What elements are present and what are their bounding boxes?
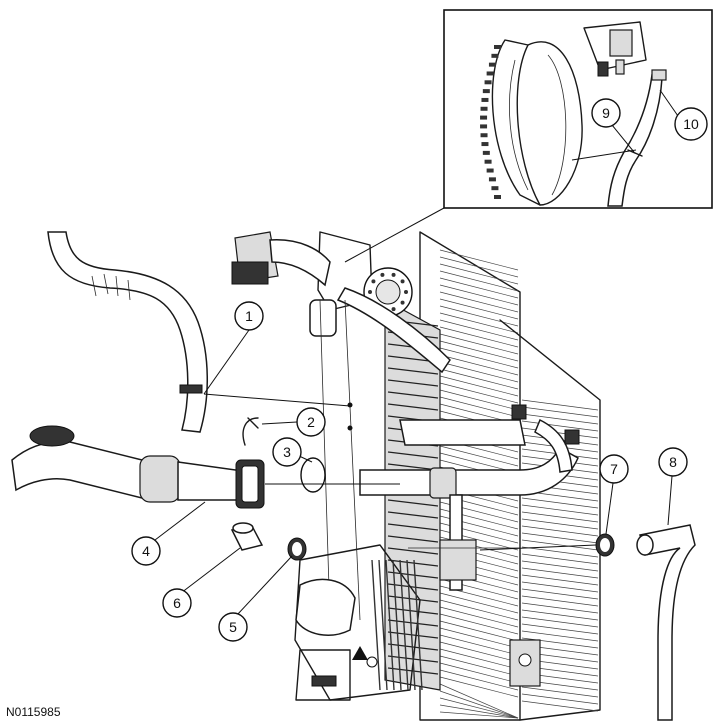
hose-clamp-5	[287, 537, 307, 561]
leader-line-6	[180, 547, 241, 594]
leader-line-2	[261, 421, 298, 425]
assembly-guide-line	[479, 544, 597, 551]
callout-10: 10	[674, 107, 708, 141]
bypass-hose-6	[230, 522, 264, 551]
hose-clamp	[179, 384, 203, 394]
callout-1: 1	[234, 301, 264, 331]
callout-label: 6	[173, 595, 181, 611]
callout-label: 5	[229, 619, 237, 635]
callout-label: 10	[683, 116, 699, 132]
leader-line-5	[236, 555, 293, 616]
callout-7: 7	[599, 454, 629, 484]
callout-2: 2	[296, 407, 326, 437]
mounting-hole	[347, 425, 353, 431]
callout-label: 4	[142, 543, 150, 559]
leader-line-9	[611, 124, 635, 153]
leader-lines	[154, 89, 679, 616]
callout-3: 3	[272, 437, 302, 467]
hose-clip	[242, 417, 259, 446]
callout-4: 4	[131, 536, 161, 566]
lower-radiator-hose	[11, 425, 265, 509]
callout-label: 3	[283, 444, 291, 460]
upper-coolant-outlet	[231, 231, 451, 374]
transmission-cooler-line	[509, 404, 580, 687]
leader-line-7	[605, 482, 614, 535]
leader-line-1	[203, 329, 250, 395]
figure-reference-id: N0115985	[6, 705, 61, 719]
callout-label: 7	[610, 461, 618, 477]
callout-8: 8	[658, 447, 688, 477]
vent-hose-8	[636, 524, 696, 721]
lower-outlet-pipe	[359, 419, 579, 591]
callout-label: 9	[602, 105, 610, 121]
vent-hose-detail	[571, 69, 667, 207]
callout-5: 5	[218, 612, 248, 642]
callout-6: 6	[162, 588, 192, 618]
inset-connector-line	[344, 207, 445, 263]
leader-line-8	[667, 475, 673, 526]
hose-end-connector	[29, 425, 75, 447]
upper-radiator-hose	[47, 231, 209, 433]
leader-line-4	[154, 501, 206, 541]
lower-fan-shroud	[294, 544, 423, 701]
mounting-hole	[347, 402, 353, 408]
callout-label: 1	[245, 308, 253, 324]
callout-9: 9	[591, 98, 621, 128]
coolant-reservoir-detail	[583, 21, 647, 77]
leader-line-10	[659, 89, 679, 117]
callout-label: 2	[307, 414, 315, 430]
o-ring-seal	[300, 457, 326, 493]
mounting-frame	[319, 299, 361, 621]
inset-detail	[443, 9, 713, 209]
fan-shroud-ring	[480, 39, 583, 206]
guide-line-1	[203, 393, 351, 407]
hose-clamp-7	[595, 533, 615, 557]
callout-label: 8	[669, 454, 677, 470]
